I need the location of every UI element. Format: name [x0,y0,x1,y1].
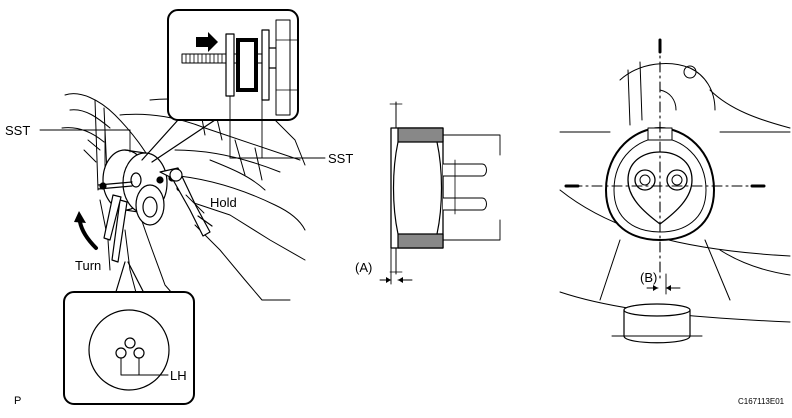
dimension-a-label: (A) [355,260,372,275]
lh-label: LH [170,368,187,383]
press-direction-arrow [196,32,218,52]
turn-label: Turn [75,258,101,273]
mount-front-view [559,61,791,323]
corner-p-label: P [14,395,21,407]
turn-wrench [103,194,128,263]
mount-center-lines [571,41,759,283]
sst-right-label: SST [328,151,353,166]
subframe-outline [61,93,306,301]
hold-leader [185,194,205,214]
dimension-b-label: (B) [640,270,657,285]
hold-wrench [159,167,213,237]
dimension-a [379,247,413,285]
turn-arrow-head [74,211,86,223]
lower-bushing-cup [611,303,703,344]
turn-direction-arrow [78,220,98,250]
dimension-b [646,273,681,295]
sst-left-label: SST [5,123,30,138]
bushing-cross-section [389,101,501,275]
lh-detail-callout [63,261,195,405]
sst-left-leader [39,129,131,169]
sst-bolt-left [97,181,133,190]
press-detail-callout [141,9,299,163]
sst-right-leader [229,95,326,159]
hold-label: Hold [210,195,237,210]
figure-code: C167113E01 [738,397,785,406]
